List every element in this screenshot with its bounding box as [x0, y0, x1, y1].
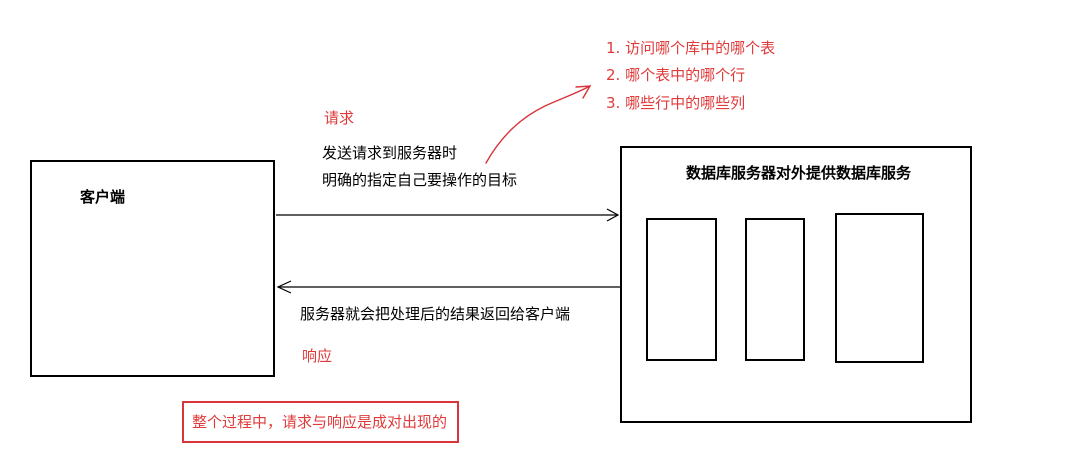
- pairing-note: 整个过程中，请求与响应是成对出现的: [182, 401, 460, 443]
- request-tag: 请求: [324, 109, 355, 127]
- response-tag: 响应: [302, 347, 333, 365]
- database-box-2: [745, 218, 805, 361]
- database-box-3: [835, 213, 924, 363]
- request-line-2: 明确的指定自己要操作的目标: [322, 171, 518, 189]
- client-label: 客户端: [80, 188, 126, 206]
- server-title: 数据库服务器对外提供数据库服务: [686, 164, 912, 182]
- response-text: 服务器就会把处理后的结果返回给客户端: [300, 305, 571, 323]
- database-box-1: [646, 218, 717, 361]
- target-item-1: 1. 访问哪个库中的哪个表: [606, 39, 776, 57]
- server-box: [620, 146, 972, 423]
- target-item-2: 2. 哪个表中的哪个行: [606, 66, 746, 84]
- client-box: [30, 160, 275, 377]
- request-line-1: 发送请求到服务器时: [322, 144, 458, 162]
- target-item-3: 3. 哪些行中的哪些列: [606, 94, 746, 112]
